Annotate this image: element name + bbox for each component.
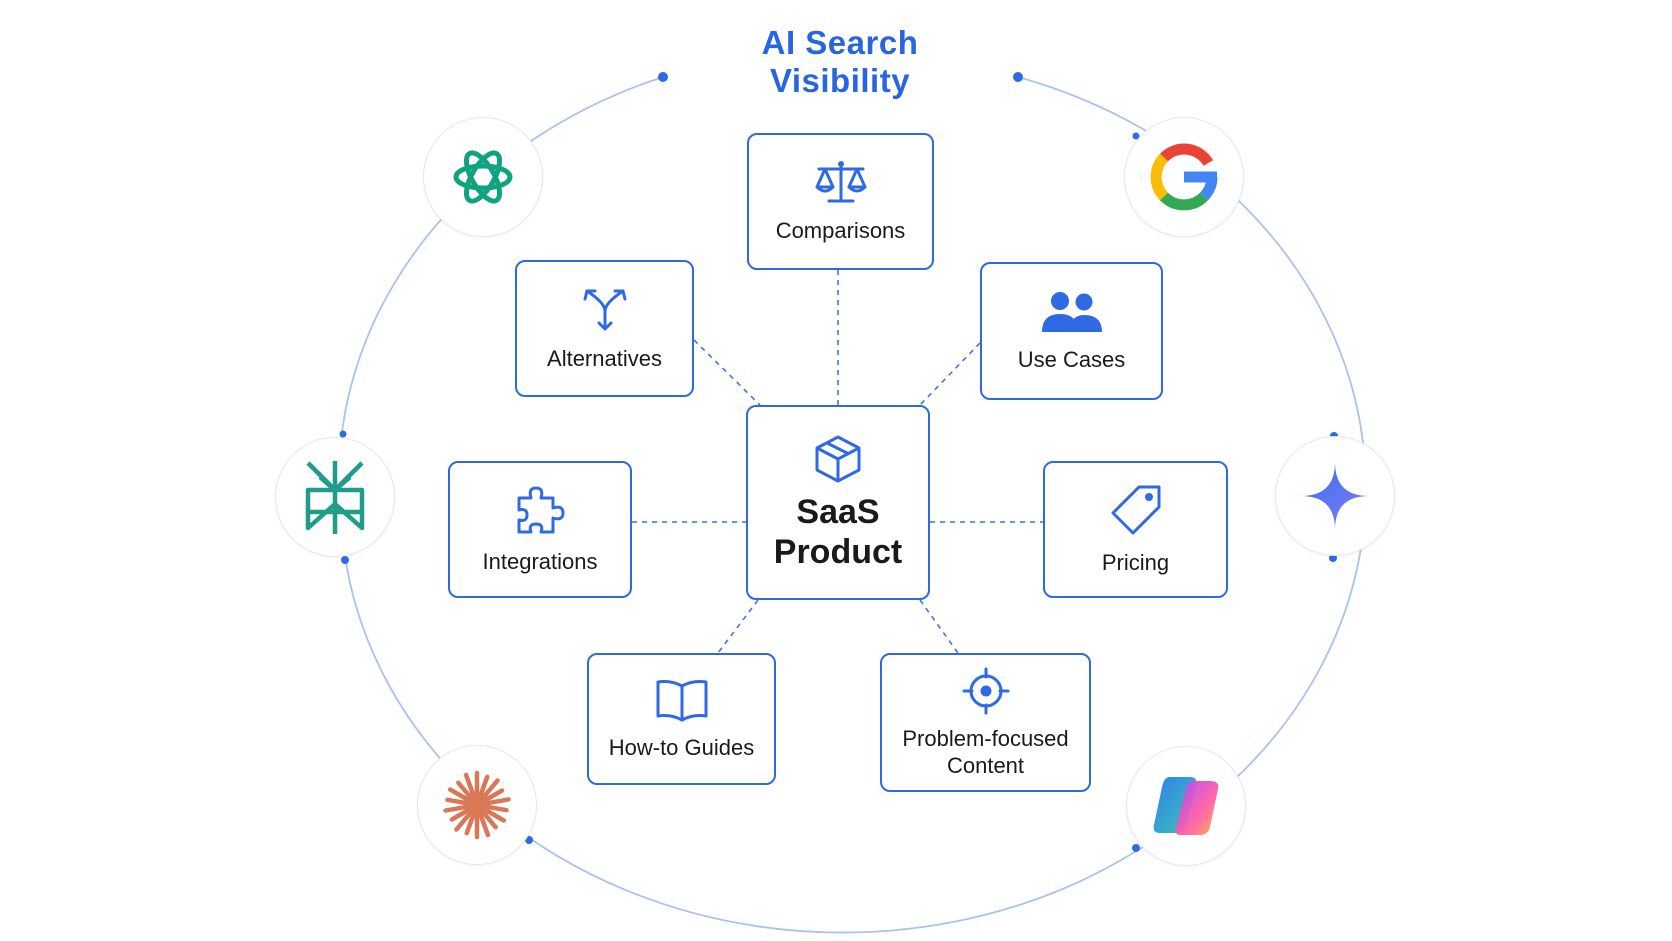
puzzle-icon [517,486,565,534]
topic-label: Use Cases [1017,346,1126,372]
topic-how-to-guides: How-to Guides [587,653,776,785]
claude-logo-circle [417,745,537,865]
fork-arrows-icon [583,289,626,331]
perplexity-logo-icon [305,461,365,534]
orbit-dot [1013,72,1023,82]
gemini-logo-circle [1275,436,1395,556]
topic-label: Pricing [1101,550,1170,575]
orbit-dot [1132,844,1140,852]
topic-label: Comparisons [775,218,906,243]
perplexity-logo-circle [275,437,395,557]
topic-label: Integrations [482,549,598,574]
center-node-saas-product: SaaS Product [746,405,930,600]
dashed-connectors [632,270,1043,654]
scale-icon [815,161,866,203]
price-tag-icon [1111,485,1160,535]
topic-use-cases: Use Cases [980,262,1163,400]
topic-alternatives: Alternatives [515,260,694,397]
orbit-dots [339,72,1338,852]
gemini-logo-icon [1301,462,1369,530]
diagram-title: AI Search Visibility [761,24,919,99]
google-logo-icon [1150,143,1218,211]
target-icon [962,667,1009,714]
topic-label: Problem-focused Content [902,725,1069,778]
topic-integrations: Integrations [448,461,632,598]
center-node-label: SaaS Product [773,492,903,571]
orbit-dot [1329,554,1337,562]
users-icon [1041,291,1102,332]
topic-label: Alternatives [547,346,662,371]
copilot-logo-icon [1153,777,1219,835]
copilot-logo-circle [1126,746,1246,866]
orbit-dot [341,556,349,564]
topic-comparisons: Comparisons [747,133,934,270]
topic-pricing: Pricing [1043,461,1228,598]
chatgpt-logo-icon [453,150,513,204]
chatgpt-logo-circle [423,117,543,237]
orbit-dot [339,430,347,438]
claude-logo-icon [443,770,511,840]
book-icon [656,679,707,721]
cube-icon [815,435,861,482]
orbit-dot [658,72,668,82]
google-logo-circle [1124,117,1244,237]
topic-problem-focused-content: Problem-focused Content [880,653,1091,792]
topic-label: How-to Guides [608,734,755,760]
